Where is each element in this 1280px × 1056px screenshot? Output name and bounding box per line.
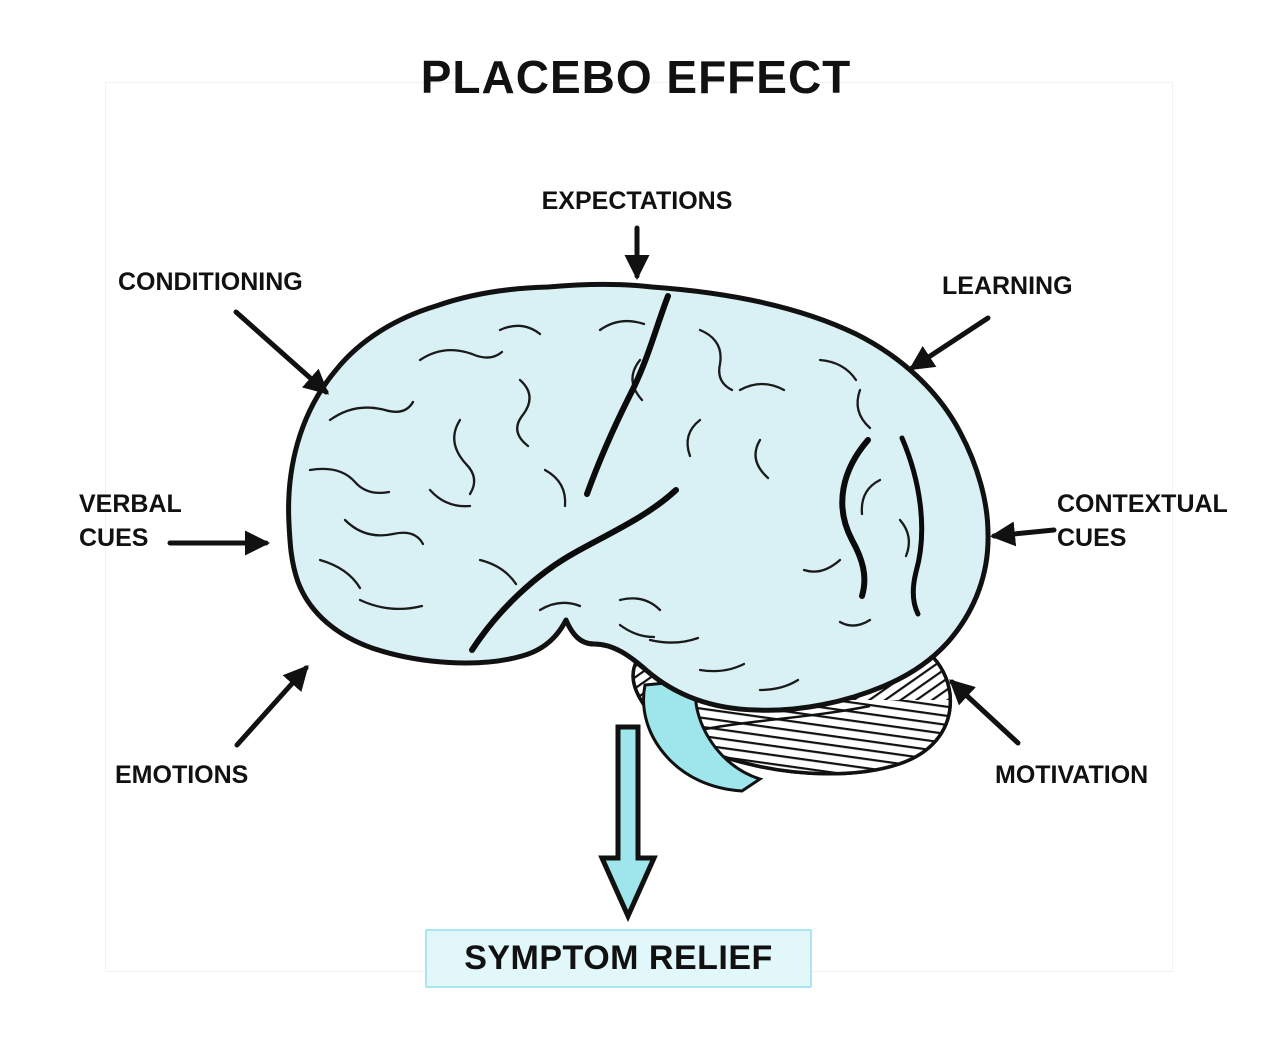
symptom-relief-arrow (598, 724, 658, 923)
arrow-conditioning (233, 309, 329, 395)
brainstem (642, 678, 764, 793)
label-contextual-cues-line2: CUES (1057, 524, 1127, 552)
label-verbal-cues-line1: VERBAL (79, 490, 182, 518)
arrow-contextual-cues (990, 521, 1057, 547)
symptom-relief-label: SYMPTOM RELIEF (464, 939, 773, 977)
arrow-motivation (949, 679, 1021, 746)
label-emotions: EMOTIONS (115, 761, 249, 789)
sulci (308, 319, 911, 692)
arrow-emotions (234, 665, 309, 748)
cerebrum (286, 281, 991, 713)
arrow-learning (908, 315, 991, 371)
symptom-relief-box: SYMPTOM RELIEF (425, 929, 812, 988)
label-verbal-cues: VERBAL CUES (79, 487, 182, 555)
diagram-title: PLACEBO EFFECT (420, 51, 852, 103)
label-verbal-cues-line2: CUES (79, 524, 149, 552)
label-motivation: MOTIVATION (995, 761, 1149, 789)
fissures (469, 293, 925, 653)
label-conditioning: CONDITIONING (118, 268, 303, 296)
label-contextual-cues: CONTEXTUAL CUES (1057, 487, 1228, 555)
label-learning: LEARNING (942, 272, 1073, 300)
label-expectations: EXPECTATIONS (541, 187, 733, 215)
label-contextual-cues-line1: CONTEXTUAL (1057, 490, 1228, 518)
